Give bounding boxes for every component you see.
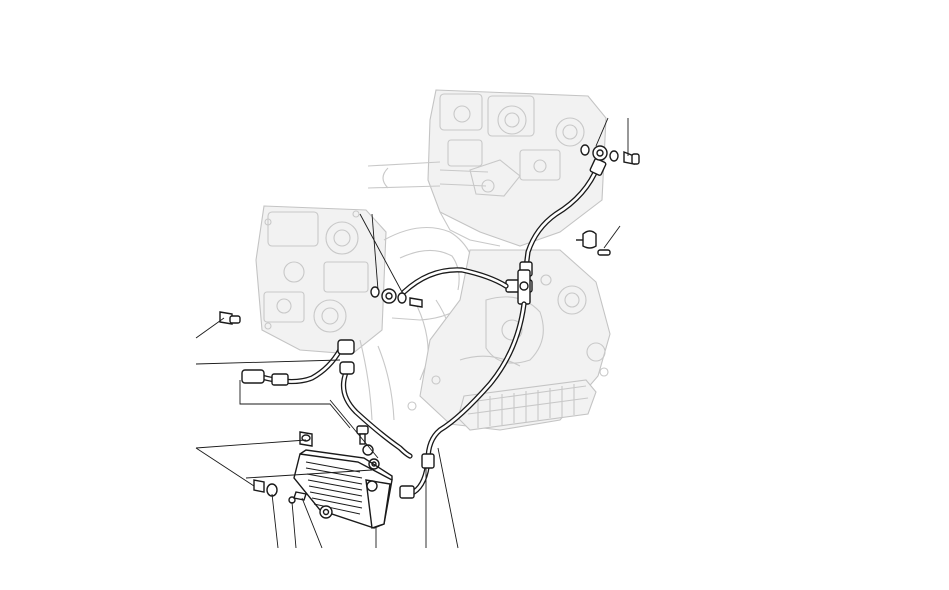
head-feed-line-lower	[401, 267, 509, 295]
cooler-inlet-hose	[339, 361, 413, 459]
leader-lines	[195, 117, 629, 549]
line-clamp	[576, 230, 611, 256]
head-feed-line-upper	[519, 158, 607, 277]
oil-cooler	[293, 449, 393, 529]
return-hose	[399, 301, 527, 499]
sump-cooling-grid	[457, 379, 597, 431]
three-way-union	[505, 269, 533, 305]
banjo-bolt-middle	[370, 286, 423, 308]
banjo-bolt-upper	[580, 144, 640, 165]
banjo-bolt-crankcase	[219, 311, 241, 325]
